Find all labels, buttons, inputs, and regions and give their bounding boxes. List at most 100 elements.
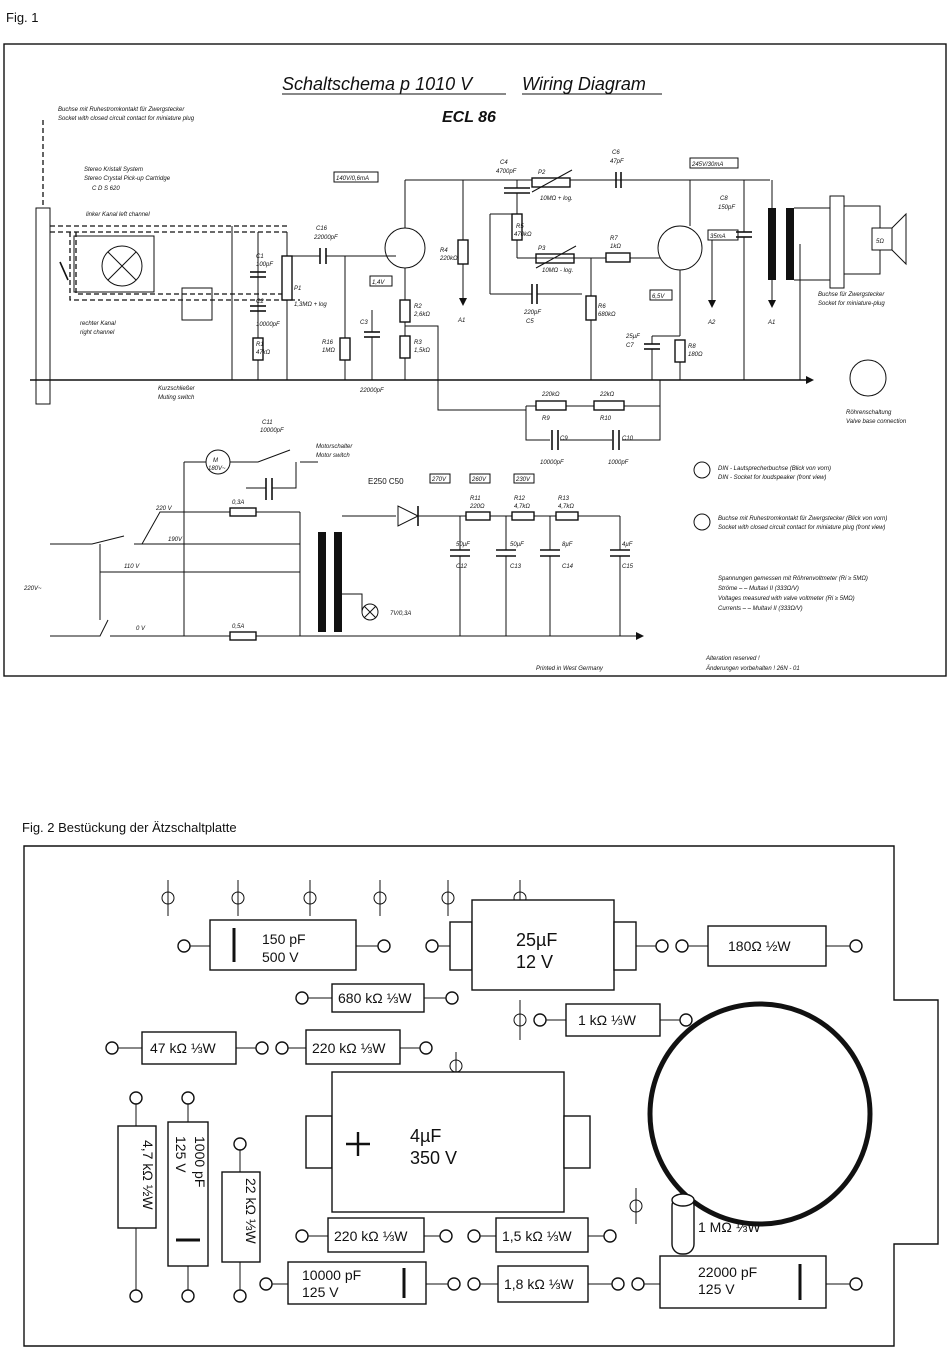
c7-value: 25µF	[625, 334, 640, 340]
r9-label: R9	[542, 416, 550, 422]
c14-label: C14	[562, 564, 574, 570]
cap-150pf	[209, 919, 357, 971]
valve-base-diagram	[849, 359, 887, 397]
pilot-lamp	[361, 603, 379, 621]
pot-p1	[281, 255, 293, 301]
resistor-r11	[465, 511, 491, 521]
res-220k-upper-l1: 220 kΩ ⅓W	[312, 1040, 386, 1056]
valve-base-en: Valve base connection	[846, 419, 907, 425]
p3-value: 10MΩ - log.	[542, 268, 573, 274]
c14-value: 8µF	[562, 542, 573, 548]
res-680k	[331, 983, 425, 1013]
voltage-label-4: 6,5V	[652, 294, 665, 300]
fuse-2	[229, 631, 257, 641]
res-220k-lower-l1: 220 kΩ ⅓W	[334, 1228, 408, 1244]
cap-25uf-l2: 12 V	[516, 952, 553, 972]
printed-label: Printed in West Germany	[536, 666, 604, 672]
cap-10000pf	[287, 1261, 427, 1305]
reserved-en: Alteration reserved !	[705, 656, 760, 662]
cap-150pf-l2: 500 V	[262, 949, 299, 965]
mains-label: 220V~	[23, 586, 42, 592]
r10-value: 22kΩ	[599, 392, 615, 398]
a1-label-left: A1	[457, 318, 465, 324]
c13-label: C13	[510, 564, 522, 570]
a1-label-right: A1	[767, 320, 775, 326]
r13-value: 4,7kΩ	[558, 504, 574, 510]
mains-transformer-primary	[318, 532, 326, 632]
r3-value: 1,5kΩ	[414, 348, 430, 354]
cap-4uf-l2: 350 V	[410, 1148, 457, 1168]
res-1k-l1: 1 kΩ ⅓W	[578, 1012, 637, 1028]
cap-25uf	[471, 899, 615, 991]
cap-22000pf-l2: 125 V	[698, 1281, 735, 1297]
resistor-r10	[593, 400, 625, 411]
res-180ohm-l1: 180Ω ½W	[728, 938, 791, 954]
right-channel-de: rechter Kanal	[80, 321, 116, 327]
rectifier-diode	[397, 505, 420, 527]
res-47k-l1: 47 kΩ ⅓W	[150, 1040, 216, 1056]
r9-value: 220kΩ	[541, 392, 560, 398]
r4-label: R4	[440, 248, 448, 254]
schematic-frame	[3, 43, 947, 677]
speaker-impedance: 5Ω	[876, 239, 884, 245]
r6-value: 680kΩ	[598, 312, 616, 318]
resistor-r16	[339, 337, 351, 361]
r8-value: 180Ω	[688, 352, 703, 358]
lamp-label: 7V/0,3A	[390, 611, 411, 617]
muting-en: Muting switch	[158, 395, 195, 401]
voltage-label-1: 140V/0,6mA	[336, 176, 369, 182]
cap-10000pf-l2: 125 V	[302, 1284, 339, 1300]
r2-label: R2	[414, 304, 422, 310]
r16-label: R16	[322, 340, 334, 346]
res-180ohm	[707, 925, 827, 967]
r10-label: R10	[600, 416, 612, 422]
cartridge-en: Stereo Crystal Pick-up Cartridge	[84, 176, 171, 182]
r11-label: R11	[470, 496, 481, 502]
v110-label: 110 V	[124, 564, 140, 570]
currents-en: Currents – – Multavi II (333Ω/V)	[718, 606, 803, 612]
c4-label: C4	[500, 160, 508, 166]
cap-4uf-l1: 4µF	[410, 1126, 441, 1146]
c5-value: 220pF	[523, 310, 541, 316]
res-1k8	[497, 1265, 589, 1303]
v0-label: 0 V	[136, 626, 146, 632]
reserved-de: Änderungen vorbehalten ! 26N - 01	[705, 665, 800, 672]
c13-value: 50µF	[510, 542, 524, 548]
pot-p2	[531, 177, 571, 188]
cap-22000pf-l1: 22000 pF	[698, 1264, 757, 1280]
res-1k5	[495, 1217, 589, 1253]
fig1-label: Fig. 1	[6, 10, 39, 25]
socket2-en: Socket with closed circuit contact for m…	[718, 525, 885, 531]
resistor-r13	[555, 511, 579, 521]
resistor-r9	[535, 400, 567, 411]
pcb-outline	[23, 845, 939, 1347]
c8-label: C8	[720, 196, 728, 202]
p2-value: 10MΩ + log.	[540, 196, 573, 202]
c16-value: 22000pF	[313, 235, 338, 241]
v190-label: 190V	[168, 537, 183, 543]
res-4k7-l1: 4,7 kΩ ½W	[140, 1140, 156, 1210]
c6-value: 47pF	[610, 159, 624, 165]
r7-value: 1kΩ	[610, 244, 621, 250]
c5-label: C5	[526, 319, 534, 325]
c8-value: 150pF	[718, 205, 735, 211]
a2-label-right: A2	[707, 320, 716, 326]
r5-label: R5	[516, 224, 524, 230]
cap-10000pf-l1: 10000 pF	[302, 1267, 361, 1283]
resistor-r3	[399, 335, 411, 359]
filter-capacitors	[450, 516, 630, 636]
c1-label: C1	[256, 254, 264, 260]
p3-label: P3	[538, 246, 546, 252]
c10-label: C10	[622, 436, 634, 442]
muting-switch	[181, 287, 213, 321]
p1-label: P1	[294, 286, 301, 292]
c4-value: 4700pF	[496, 169, 517, 175]
socket2-de: Buchse mit Ruhestromkontakt für Zwergste…	[718, 516, 887, 522]
cap-1000pf-l1: 1000 pF	[192, 1136, 208, 1187]
r13-label: R13	[558, 496, 570, 502]
r11-value: 220Ω	[469, 504, 485, 510]
muting-de: Kurzschließer	[158, 386, 196, 392]
c12-label: C12	[456, 564, 468, 570]
voltage-label-7: 230V	[515, 477, 531, 483]
voltage-label-3: 1,4V	[372, 280, 385, 286]
